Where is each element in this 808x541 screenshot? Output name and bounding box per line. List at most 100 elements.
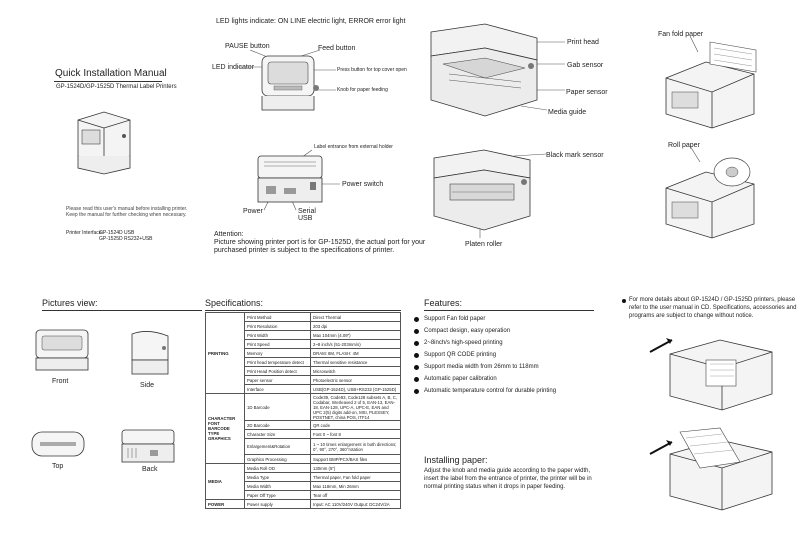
label-back: Back xyxy=(142,466,158,473)
feature-item: Automatic paper calibration xyxy=(424,376,497,382)
spec-name: Media Roll OD xyxy=(244,463,311,473)
spec-name: 2D Barcode xyxy=(244,420,311,430)
label-side: Side xyxy=(140,382,155,389)
spec-value: DRAM: 8M, FLASH: 4M xyxy=(310,348,401,358)
spec-name: Graphics Processing xyxy=(244,454,311,464)
label-top: Top xyxy=(52,463,64,470)
back-view-illustration xyxy=(121,429,175,463)
features-underline xyxy=(424,310,594,311)
spec-name: Print Width xyxy=(244,330,311,340)
specs-heading: Specifications: xyxy=(205,298,264,308)
interface-line-2: GP-1525D RS232+USB xyxy=(99,236,153,242)
spec-name: Print Resolution xyxy=(244,321,311,331)
feature-bullet xyxy=(414,341,419,346)
feature-item: Automatic temperature control for durabl… xyxy=(424,388,557,394)
spec-category: CHARACTER FONT BARCODE TYPE GRAPHICS xyxy=(205,393,245,464)
label-front: Front xyxy=(52,378,69,385)
led-indicate-text: LED lights indicate: ON LINE electric li… xyxy=(216,18,406,25)
feature-item: Compact design, easy operation xyxy=(424,328,511,334)
label-platen-roller: Platen roller xyxy=(465,241,503,248)
spec-value: Font 0 ~ font 8 xyxy=(310,429,401,439)
notice-line-1: Please read this user's manual before in… xyxy=(66,206,188,212)
spec-name: Paper Off Type xyxy=(244,490,311,500)
feature-bullet xyxy=(414,377,419,382)
spec-name: Print head temperature detect xyxy=(244,357,311,367)
spec-name: Memory xyxy=(244,348,311,358)
spec-value: Direct Thermal xyxy=(310,312,401,322)
roll-paper-illustration xyxy=(665,145,755,239)
label-paper-sensor: Paper sensor xyxy=(566,89,608,96)
pictures-heading: Pictures view: xyxy=(42,298,98,308)
spec-value: 1 ~ 10 times enlargement in both directi… xyxy=(310,438,401,455)
label-print-head: Print head xyxy=(567,39,599,46)
label-feed-button: Feed button xyxy=(318,45,356,52)
spec-name: Paper sensor xyxy=(244,375,311,385)
spec-category: PRINTING xyxy=(205,312,245,394)
spec-value: Thermal sensitive resistance xyxy=(310,357,401,367)
manual-title: Quick Installation Manual xyxy=(55,68,167,79)
spec-name: 1D Barcode xyxy=(244,393,311,421)
feature-item: Support QR CODE printing xyxy=(424,352,497,358)
pictures-underline xyxy=(42,310,202,311)
spec-category: MEDIA xyxy=(205,463,245,500)
spec-value: Tear off xyxy=(310,490,401,500)
installing-line-2: insert the label from the entrance of pr… xyxy=(424,476,592,482)
spec-name: Print Method xyxy=(244,312,311,322)
spec-name: Interface xyxy=(244,384,311,394)
installing-line-3: normal printing status when it drops in … xyxy=(424,484,566,490)
label-led-indicator: LED indicator xyxy=(212,64,255,71)
spec-value: 130mm (5") xyxy=(310,463,401,473)
feature-item: 2~8inch/s high-speed printing xyxy=(424,340,503,346)
top-view-illustration xyxy=(31,431,85,457)
label-usb: USB xyxy=(298,215,313,222)
printer-cover-illustration xyxy=(77,111,131,175)
spec-value: USB(GP-1524D), USB+RS232 (GP-1525D) xyxy=(310,384,401,394)
label-black-mark: Black mark sensor xyxy=(546,152,604,159)
printer-open-illustration xyxy=(430,23,565,117)
spec-value: Support BMP/PCX/BAS files xyxy=(310,454,401,464)
spec-name: Enlargement&Rotation xyxy=(244,438,311,455)
specs-underline xyxy=(205,310,401,311)
spec-name: Power supply xyxy=(244,499,311,509)
label-knob: Knob for paper feeding xyxy=(337,87,388,93)
install-paper-illustration-2 xyxy=(649,427,773,511)
front-view-illustration xyxy=(35,329,89,371)
notice-line-2: Keep the manual for further checking whe… xyxy=(66,212,187,218)
feature-bullet xyxy=(414,389,419,394)
feature-bullet xyxy=(414,317,419,322)
details-bullet xyxy=(622,299,626,303)
feature-bullet xyxy=(414,329,419,334)
details-line-2: refer to the user manual in CD. Specific… xyxy=(629,305,797,311)
feature-item: Support media width from 26mm to 118mm xyxy=(424,364,539,370)
spec-name: Media Width xyxy=(244,481,311,491)
feature-item: Support Fan fold paper xyxy=(424,316,486,322)
spec-value: 2~8 inch/s (51-203mm/s) xyxy=(310,339,401,349)
spec-name: Character Size xyxy=(244,429,311,439)
printer-rear-illustration xyxy=(257,149,340,211)
title-underline xyxy=(54,81,162,82)
side-view-illustration xyxy=(131,331,169,375)
spec-value: Input: AC 110V/240V Output: DC24V/2A xyxy=(310,499,401,509)
interface-label: Printer Interface: xyxy=(66,230,103,236)
spec-name: Print Head Position detect xyxy=(244,366,311,376)
label-media-guide: Media guide xyxy=(548,109,587,116)
installing-line-1: Adjust the knob and media guide accordin… xyxy=(424,468,591,474)
install-paper-illustration-1 xyxy=(649,338,773,411)
spec-value: Microswitch xyxy=(310,366,401,376)
attention-line-2: purchased printer is subject to the spec… xyxy=(214,247,395,254)
spec-name: Print Speed xyxy=(244,339,311,349)
manual-subtitle: GP-1524D/GP-1525D Thermal Label Printers xyxy=(56,84,177,90)
spec-value: Max 118mm, Min 26mm xyxy=(310,481,401,491)
printer-open-rear-illustration xyxy=(433,149,547,238)
spec-value: Photoelectric sensor xyxy=(310,375,401,385)
label-pause-button: PAUSE button xyxy=(225,43,270,50)
spec-name: Media Type xyxy=(244,472,311,482)
details-line-1: For more details about GP-1524D / GP-152… xyxy=(629,297,796,303)
spec-value: Max 104mm (4.09") xyxy=(310,330,401,340)
spec-value: 203 dpi xyxy=(310,321,401,331)
label-roll-paper: Roll paper xyxy=(668,142,700,149)
